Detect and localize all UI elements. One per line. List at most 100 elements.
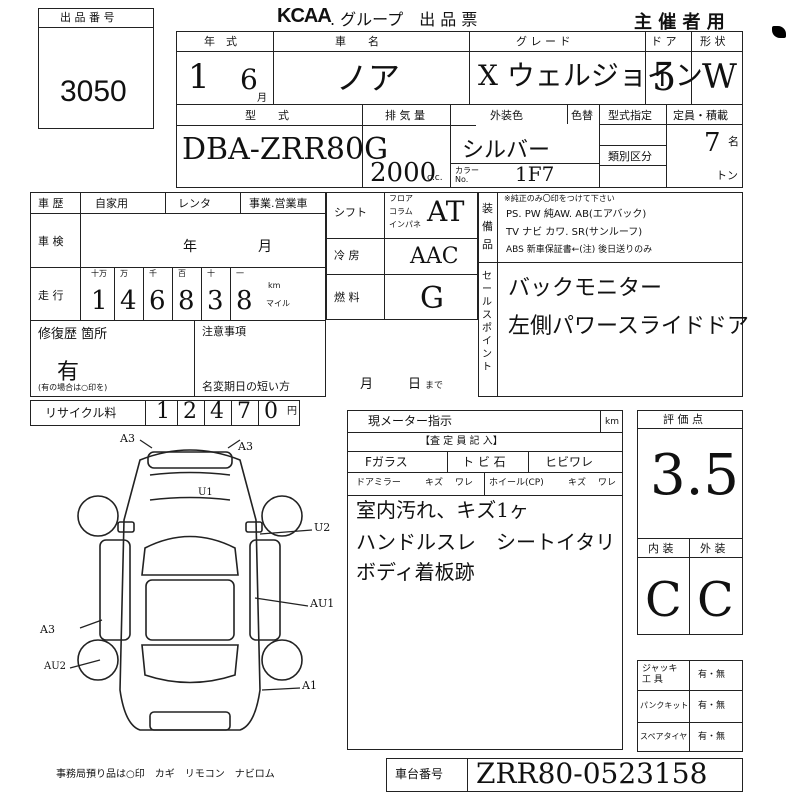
history-business: 事業.営業車 xyxy=(249,197,308,210)
chassis-label: 車台番号 xyxy=(395,767,444,781)
exterior-value: C xyxy=(697,572,734,628)
shift-column: コラム xyxy=(389,207,413,216)
equipment-line3: ABS 新車保証書←(注) 後日送りのみ xyxy=(506,245,653,255)
recycle-label: リサイクル料 xyxy=(45,406,117,420)
wheel-break: ワレ xyxy=(598,478,617,488)
equipment-line1: PS. PW 純AW. AB(エアバック) xyxy=(506,209,647,220)
mileage-unit-label: 十万 xyxy=(91,269,107,278)
recycle-box xyxy=(30,400,300,426)
damage-mark-au1: AU1 xyxy=(310,597,335,610)
brand-logo: KCAA xyxy=(277,5,332,27)
spare-label: スペアタイヤ xyxy=(640,732,688,741)
glass-label: Fガラス xyxy=(365,455,408,469)
color-no-label: カラー No. xyxy=(455,166,479,184)
equipment-side-label: 装 備 品 xyxy=(482,202,493,251)
month-unit: 月 xyxy=(257,93,267,104)
mileage-unit-label: 万 xyxy=(120,269,128,278)
grading-table xyxy=(637,410,743,635)
history-rental: レンタ xyxy=(178,197,211,210)
color-no-value: 1F7 xyxy=(515,162,555,186)
damage-mark-a1: A1 xyxy=(302,679,317,692)
lot-number-box xyxy=(38,8,154,129)
mileage-digit: 8 xyxy=(236,286,253,316)
damage-mark-a3-side: A3 xyxy=(40,623,55,636)
damage-mark-a3-left: A3 xyxy=(120,432,135,445)
shape-value: W xyxy=(702,57,737,97)
meter-km: km xyxy=(605,417,619,427)
exterior-color-value: シルバー xyxy=(462,138,551,163)
history-table xyxy=(30,192,326,397)
displacement-label: 排 気 量 xyxy=(385,109,425,122)
score-label: 評 価 点 xyxy=(663,413,703,426)
mileage-digit: 1 xyxy=(91,286,108,316)
color-change-label: 色替 xyxy=(571,109,593,122)
score-value: 3.5 xyxy=(650,443,740,508)
tools-table xyxy=(637,660,743,752)
damage-mark-au2: AU2 xyxy=(44,661,67,672)
month-value: 6 xyxy=(240,63,258,96)
host-label: 主 催 者 用 xyxy=(634,12,725,33)
recycle-digit: 7 xyxy=(237,399,251,424)
comment-3: ボディ着板跡 xyxy=(356,560,475,584)
chip-label: ト ビ 石 xyxy=(462,455,506,469)
mileage-unit-label: 百 xyxy=(178,269,186,278)
ac-value: AAC xyxy=(410,244,459,269)
mileage-digit: 8 xyxy=(178,286,195,316)
spare-value: 有・無 xyxy=(698,732,726,742)
comment-1: 室内汚れ、キズ1ヶ xyxy=(356,498,529,522)
equipment-line2: TV ナビ カワ. SR(サンルーフ) xyxy=(506,227,643,238)
meter-label: 現メーター指示 xyxy=(368,414,453,428)
year-value: 1 xyxy=(188,57,210,97)
history-private: 自家用 xyxy=(95,197,128,210)
notes-label: 注意事項 xyxy=(202,325,246,338)
year-label: 年 式 xyxy=(204,35,237,48)
exterior-label: 外 装 xyxy=(700,542,726,555)
wheel-scratch: キズ xyxy=(568,478,587,488)
door-mirror-label: ドアミラー xyxy=(356,478,401,488)
jack-value: 有・無 xyxy=(698,670,726,680)
puncture-label: パンクキット xyxy=(640,701,689,710)
repair-label: 修復歴 箇所 xyxy=(38,327,108,342)
cc-unit: c.c. xyxy=(427,173,443,183)
corner-mark xyxy=(772,26,786,38)
inspector-table xyxy=(347,410,623,750)
model-value: DBA-ZRR80G xyxy=(182,132,389,167)
deadline-day: 日 xyxy=(408,377,422,392)
crack-label: ヒビワレ xyxy=(545,455,594,469)
door-mirror-break: ワレ xyxy=(455,478,474,488)
jack-label: ジャッキ 工 具 xyxy=(642,664,678,685)
damage-mark-a3-right: A3 xyxy=(238,440,253,453)
wheel-label: ホイール(CP) xyxy=(489,478,544,488)
damage-mark-u2: U2 xyxy=(314,521,331,534)
mileage-label: 走 行 xyxy=(38,289,64,302)
mileage-unit-label: 一 xyxy=(236,269,244,278)
grade-value: X ウェルジョイン xyxy=(478,59,703,92)
damage-mark-u1: U1 xyxy=(198,487,213,498)
type-designation-label: 型式指定 xyxy=(608,109,652,122)
capacity-unit: 名 xyxy=(728,135,739,148)
spec-table xyxy=(326,192,478,320)
history-label: 車 歴 xyxy=(38,197,64,210)
ac-label: 冷 房 xyxy=(334,249,360,262)
comment-2: ハンドルスレ シートイタリ xyxy=(356,530,616,554)
inspection-month: 月 xyxy=(258,239,272,255)
inspection-label: 車 検 xyxy=(38,235,64,248)
displacement-value: 2000 xyxy=(370,158,437,188)
mileage-digit: 6 xyxy=(149,286,166,316)
fuel-value: G xyxy=(420,281,444,316)
lot-number-value: 3050 xyxy=(60,75,127,108)
form-title: . グループ 出 品 票 xyxy=(330,10,478,29)
recycle-digit: 4 xyxy=(210,399,224,424)
interior-value: C xyxy=(645,572,682,628)
capacity-value: 7 xyxy=(704,128,721,158)
vehicle-info-grid xyxy=(176,31,743,188)
shift-value: AT xyxy=(427,195,465,228)
exterior-color-label: 外装色 xyxy=(490,109,523,122)
sales-point-label: セールスポイント xyxy=(482,271,492,373)
puncture-value: 有・無 xyxy=(698,701,726,711)
repair-value: 有 xyxy=(57,360,80,385)
office-note: 事務局預り品は○印 カギ リモコン ナビロム xyxy=(56,769,275,780)
recycle-digit: 2 xyxy=(183,399,197,424)
lot-number-label: 出 品 番 号 xyxy=(60,11,115,24)
km-label: km xyxy=(268,281,281,290)
